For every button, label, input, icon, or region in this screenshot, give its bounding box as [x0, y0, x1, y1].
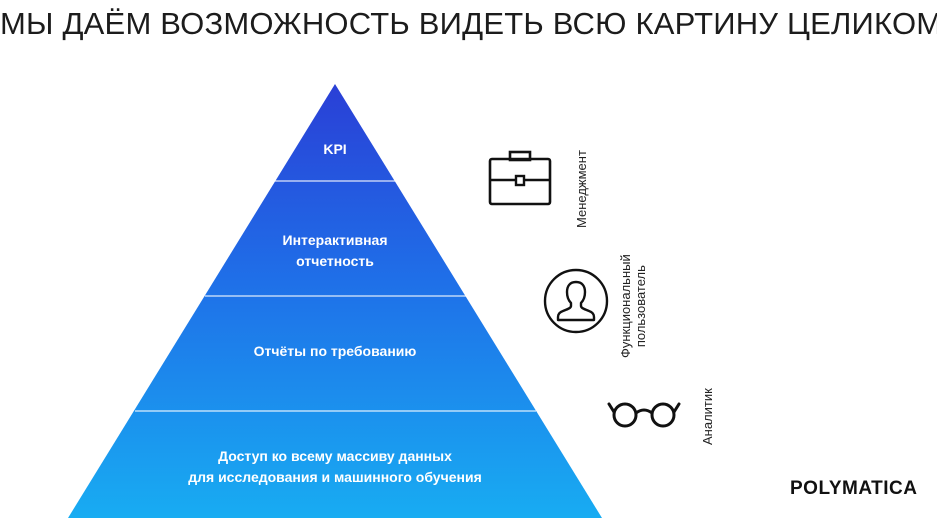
role-label-analyst: Аналитик [700, 388, 715, 445]
tier-label-data-access: Доступ ко всему массиву данных для иссле… [188, 448, 482, 485]
tier-label-interactive-reporting: Интерактивная отчетность [282, 232, 388, 269]
pyramid-shape [68, 84, 602, 518]
page-title: МЫ ДАЁМ ВОЗМОЖНОСТЬ ВИДЕТЬ ВСЮ КАРТИНУ Ц… [0, 6, 937, 41]
user-circle-icon [543, 268, 609, 334]
briefcase-icon [488, 150, 552, 206]
role-label-management: Менеджмент [574, 150, 589, 228]
tier-label-on-demand-reports: Отчёты по требованию [253, 343, 417, 359]
role-label-functional-user: Функциональный пользователь [618, 254, 648, 358]
glasses-icon [607, 402, 681, 428]
polymatica-logo: POLYMATICA [790, 478, 918, 499]
tier-label-kpi: KPI [323, 141, 347, 157]
